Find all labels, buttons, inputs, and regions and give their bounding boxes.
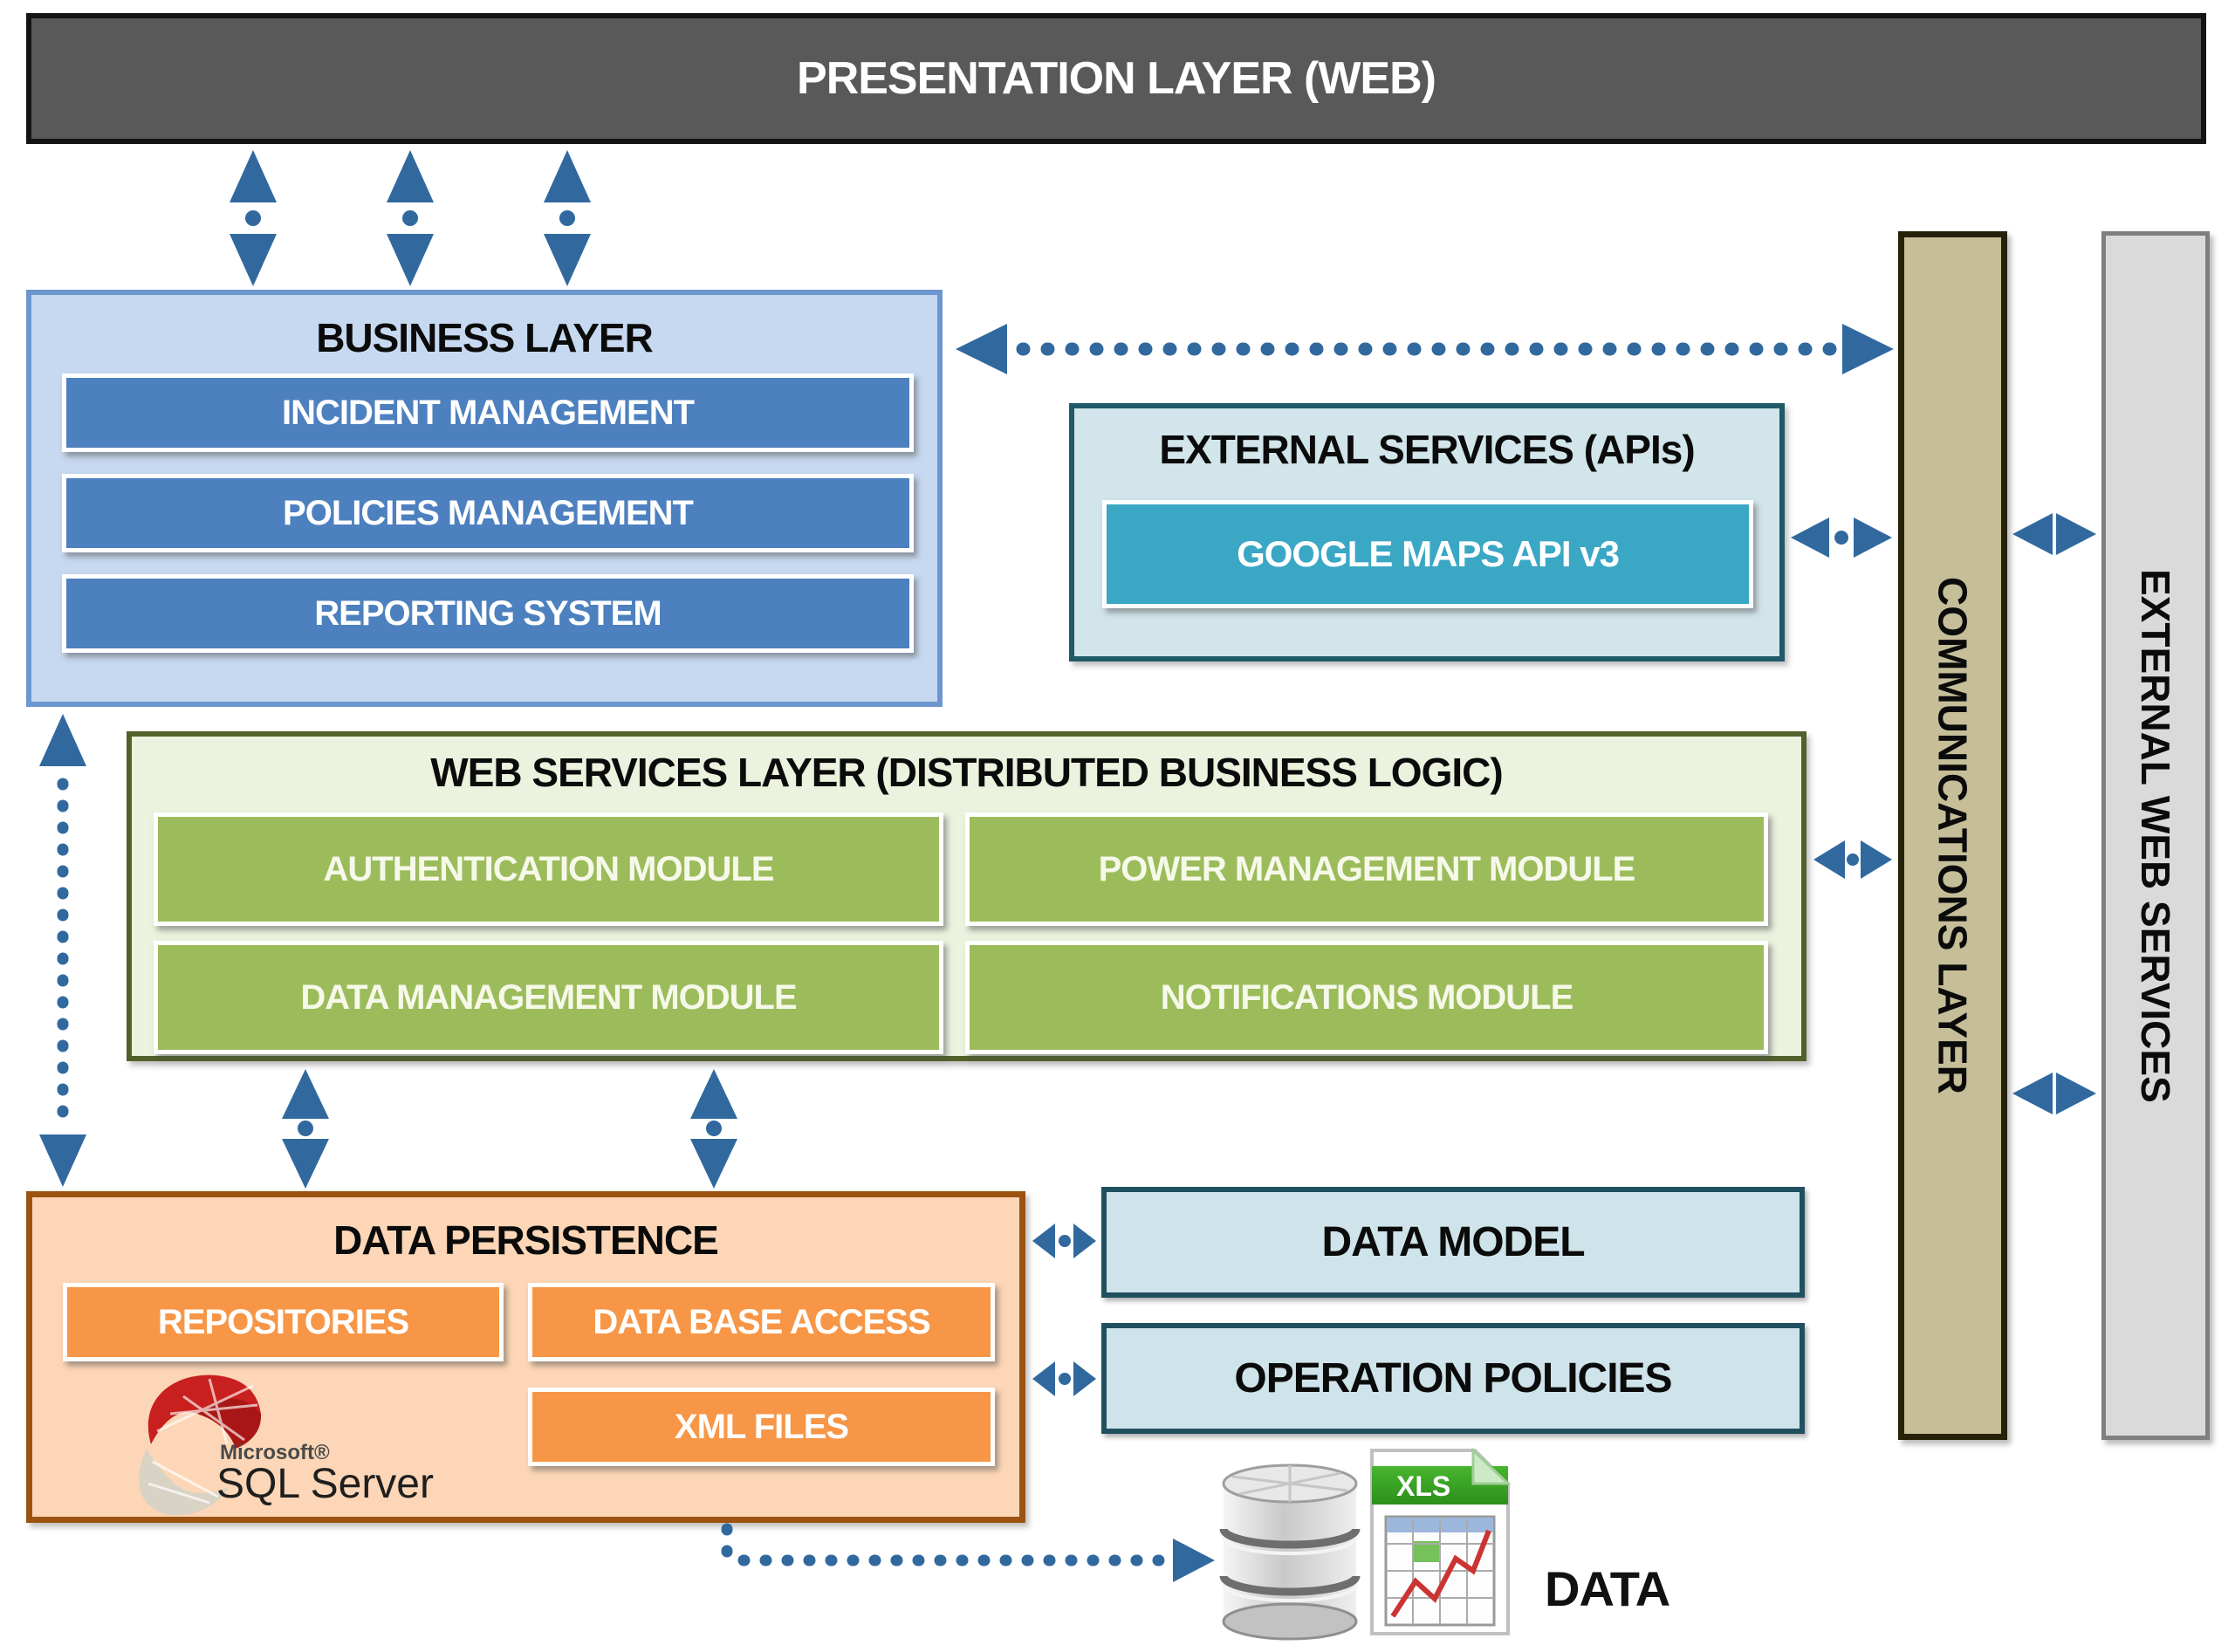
- arrow-presentation-business-2: [387, 150, 434, 286]
- external-web-services-label: EXTERNAL WEB SERVICES: [2133, 568, 2178, 1103]
- arrow-xmlfiles-datastore: [721, 1523, 1215, 1582]
- reporting-system-module: REPORTING SYSTEM: [62, 574, 914, 653]
- xml-files-module: XML FILES: [528, 1388, 995, 1466]
- database-access-module: DATA BASE ACCESS: [528, 1283, 995, 1361]
- operation-policies-label: OPERATION POLICIES: [1234, 1355, 1672, 1402]
- external-services-box: EXTERNAL SERVICES (APIs) GOOGLE MAPS API…: [1069, 403, 1785, 661]
- data-persistence-box: DATA PERSISTENCE REPOSITORIES DATA BASE …: [26, 1191, 1025, 1523]
- data-model-box: DATA MODEL: [1101, 1187, 1805, 1298]
- presentation-layer-title: PRESENTATION LAYER (WEB): [797, 53, 1436, 104]
- communications-layer-bar: COMMUNICATIONS LAYER: [1898, 231, 2007, 1440]
- arrow-datapersistence-operationpolicies: [1032, 1361, 1096, 1396]
- repositories-module: REPOSITORIES: [63, 1283, 504, 1361]
- xls-file-icon: XLS: [1370, 1447, 1512, 1635]
- external-web-services-bar: EXTERNAL WEB SERVICES: [2101, 231, 2210, 1440]
- arrow-webservices-communications: [1813, 840, 1892, 879]
- data-model-label: DATA MODEL: [1321, 1219, 1585, 1265]
- incident-management-module: INCIDENT MANAGEMENT: [62, 374, 914, 452]
- arrow-googlemaps-communications: [1791, 518, 1892, 558]
- arrow-business-datapersistence: [39, 714, 86, 1187]
- data-label: DATA: [1545, 1561, 1670, 1616]
- operation-policies-box: OPERATION POLICIES: [1101, 1323, 1805, 1434]
- business-layer-box: BUSINESS LAYER INCIDENT MANAGEMENT POLIC…: [26, 290, 943, 707]
- policies-management-module: POLICIES MANAGEMENT: [62, 474, 914, 552]
- presentation-layer-box: PRESENTATION LAYER (WEB): [26, 13, 2206, 144]
- authentication-module: AUTHENTICATION MODULE: [154, 812, 943, 926]
- external-services-title: EXTERNAL SERVICES (APIs): [1159, 427, 1695, 472]
- arrow-presentation-business-1: [230, 150, 277, 286]
- arrow-communications-externalweb-top: [2012, 513, 2096, 555]
- arrow-business-communications: [956, 324, 1894, 374]
- data-persistence-title: DATA PERSISTENCE: [333, 1217, 719, 1263]
- arrow-presentation-business-3: [544, 150, 591, 286]
- google-maps-api-module: GOOGLE MAPS API v3: [1102, 500, 1753, 608]
- web-services-layer-title: WEB SERVICES LAYER (DISTRIBUTED BUSINESS…: [430, 750, 1503, 795]
- communications-layer-label: COMMUNICATIONS LAYER: [1930, 577, 1976, 1094]
- data-management-module: DATA MANAGEMENT MODULE: [154, 941, 943, 1054]
- power-management-module: POWER MANAGEMENT MODULE: [965, 812, 1768, 926]
- web-services-layer-box: WEB SERVICES LAYER (DISTRIBUTED BUSINESS…: [127, 731, 1807, 1061]
- arrow-webservices-datapersistence-2: [690, 1069, 737, 1189]
- xls-badge-label: XLS: [1396, 1470, 1450, 1502]
- arrow-communications-externalweb-bottom: [2012, 1073, 2096, 1114]
- notifications-module: NOTIFICATIONS MODULE: [965, 941, 1768, 1054]
- business-layer-title: BUSINESS LAYER: [316, 315, 654, 360]
- database-icon: [1219, 1463, 1361, 1641]
- arrow-datapersistence-datamodel: [1032, 1224, 1096, 1258]
- arrow-webservices-datapersistence-1: [282, 1069, 329, 1189]
